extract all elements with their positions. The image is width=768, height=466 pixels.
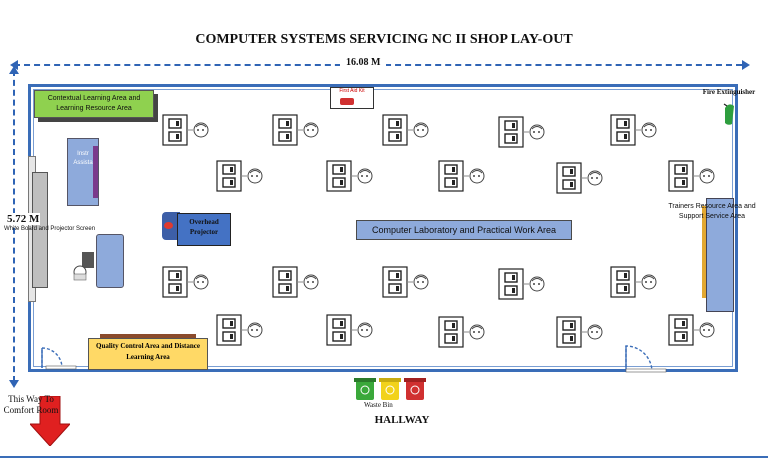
waste-bin-label: Waste Bin xyxy=(364,401,393,409)
workstation xyxy=(498,116,545,148)
workstation xyxy=(272,114,319,146)
exit-door-icon xyxy=(625,345,667,373)
workstation xyxy=(610,114,657,146)
workstation xyxy=(668,160,715,192)
arrow-down-icon xyxy=(9,380,19,388)
entrance-door-icon xyxy=(41,347,77,370)
workstation xyxy=(326,160,373,192)
arrow-left-icon xyxy=(10,60,18,70)
projector-lens-icon xyxy=(164,222,173,229)
instructor-table xyxy=(96,234,124,288)
fire-extinguisher-icon xyxy=(723,103,734,125)
workstation xyxy=(556,162,603,194)
hallway-label: HALLWAY xyxy=(374,414,430,426)
workstation xyxy=(382,266,429,298)
workstation xyxy=(382,114,429,146)
waste-bins-icon xyxy=(354,378,426,400)
workstation xyxy=(668,314,715,346)
height-dimension-line xyxy=(13,70,15,382)
hallway-line xyxy=(0,456,768,458)
whiteboard xyxy=(32,172,48,288)
trainer-desk-edge xyxy=(702,206,708,298)
instructor-desk-edge xyxy=(93,146,98,198)
workstation xyxy=(272,266,319,298)
first-aid-kit-icon xyxy=(340,98,354,105)
arrow-right-icon xyxy=(742,60,750,70)
workstation xyxy=(216,160,263,192)
quality-control-area: Quality Control Area and Distance Learni… xyxy=(88,338,208,370)
workstation xyxy=(216,314,263,346)
workstation xyxy=(498,268,545,300)
overhead-projector: Overhead Projector xyxy=(177,213,231,246)
trainer-desk xyxy=(706,198,734,312)
whiteboard-label: White Board and Projector Screen xyxy=(4,226,96,232)
workstation xyxy=(610,266,657,298)
comfort-room-direction: This Way To Comfort Room xyxy=(3,394,59,415)
red-arrow-down-icon xyxy=(30,396,70,446)
workstation xyxy=(556,316,603,348)
instructor-label: Instr Assista xyxy=(73,151,93,166)
arrow-up-icon xyxy=(9,66,19,74)
diagram-title: COMPUTER SYSTEMS SERVICING NC II SHOP LA… xyxy=(195,32,573,47)
instructor-person-icon xyxy=(73,252,94,281)
workstation xyxy=(438,316,485,348)
width-dimension-label: 16.08 M xyxy=(340,57,387,68)
workstation xyxy=(162,266,209,298)
contextual-learning-area: Contextual Learning Area and Learning Re… xyxy=(34,90,154,118)
trainers-resource-area: Trainers Resource Area and Support Servi… xyxy=(668,203,756,220)
workstation xyxy=(438,160,485,192)
workstation xyxy=(162,114,209,146)
computer-lab-area: Computer Laboratory and Practical Work A… xyxy=(356,220,572,240)
height-dimension-label: 5.72 M xyxy=(6,213,41,225)
workstation xyxy=(326,314,373,346)
fire-extinguisher-label: Fire Extinguisher xyxy=(702,88,756,96)
first-aid-label: First Aid Kit xyxy=(339,88,365,94)
